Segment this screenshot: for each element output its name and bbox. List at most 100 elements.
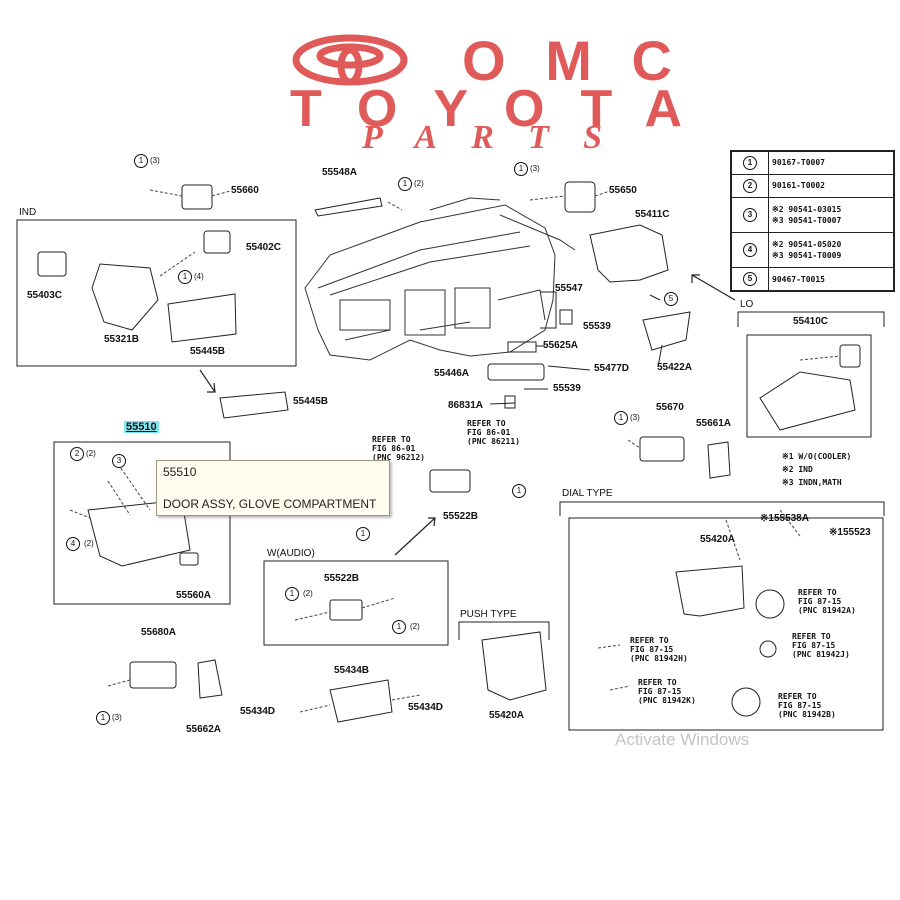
part-label[interactable]: 55539	[583, 321, 611, 332]
part-label[interactable]: 55420A	[700, 534, 736, 545]
reference-note[interactable]: REFER TO FIG 87-15 (PNC 81942B)	[778, 692, 836, 719]
dial-bracket	[559, 501, 885, 516]
callout-circle: 1	[398, 177, 412, 191]
tooltip-part-code: 55510	[163, 465, 197, 479]
handle-55548a	[314, 197, 383, 217]
callout-qty: (4)	[194, 272, 204, 281]
vent-55410c	[839, 344, 861, 368]
legend-code-3: ※2 90541-03015 ※3 90541-T0007	[768, 196, 894, 233]
legend-row: 2 90161-T0002	[731, 173, 894, 198]
part-55661a	[707, 441, 731, 479]
callout-circle: 1	[392, 620, 406, 634]
legend-row: 1 90167-T0007	[731, 151, 894, 175]
callout-circle: 1	[134, 154, 148, 168]
callout-circle: 1	[178, 270, 192, 284]
part-label[interactable]: ※155523	[829, 527, 871, 538]
omc-toyota-parts-logo: OMC TOYOTA PARTS	[290, 30, 682, 152]
panel-55446a	[487, 363, 545, 381]
note-1: ※1 W/O(COOLER)	[782, 452, 852, 461]
legend-code-1: 90167-T0007	[768, 151, 894, 175]
group-label-ind: IND	[19, 207, 37, 218]
callout-qty: (2)	[86, 449, 96, 458]
reference-note[interactable]: REFER TO FIG 87-15 (PNC 81942K)	[638, 678, 696, 705]
part-label[interactable]: 55661A	[696, 418, 732, 429]
part-label[interactable]: 55420A	[489, 710, 525, 721]
part-label[interactable]: 55560A	[176, 590, 212, 601]
panel-55522b-audio	[329, 599, 363, 621]
ind-group-box	[16, 219, 297, 367]
vent-55680a	[129, 661, 177, 689]
part-55560a	[179, 552, 199, 566]
part-55662a	[197, 659, 223, 699]
part-label[interactable]: 55434B	[334, 665, 370, 676]
part-55422a	[642, 311, 691, 351]
part-label[interactable]: 55680A	[141, 627, 177, 638]
callout-qty: (3)	[630, 413, 640, 422]
reference-note[interactable]: REFER TO FIG 86-01 (PNC 86211)	[467, 419, 520, 446]
part-label[interactable]: 55547	[555, 283, 583, 294]
legend-key-3: 3	[743, 207, 757, 222]
callout-qty: (3)	[112, 713, 122, 722]
part-label[interactable]: 55522B	[443, 511, 479, 522]
part-label[interactable]: 55548A	[322, 167, 358, 178]
brand-omc: OMC	[462, 30, 672, 92]
callout-circle: 3	[112, 454, 126, 468]
dial-group-box	[568, 517, 884, 731]
selected-part-label[interactable]: 55510	[124, 421, 159, 433]
legend-key-5: 5	[743, 272, 757, 287]
legend-code-5: 90467-T0015	[768, 267, 894, 291]
part-label[interactable]: 55522B	[324, 573, 360, 584]
callout-qty: (2)	[84, 539, 94, 548]
part-label[interactable]: 55539	[553, 383, 581, 394]
reference-note[interactable]: REFER TO FIG 87-15 (PNC 81942H)	[630, 636, 688, 663]
part-label[interactable]: 55411C	[635, 209, 670, 220]
part-label[interactable]: 55445B	[190, 346, 226, 357]
parts-diagram-drawing	[16, 181, 885, 731]
group-label-dial-type: DIAL TYPE	[562, 488, 613, 499]
callout-circle: 1	[356, 527, 370, 541]
part-label[interactable]: 55445B	[293, 396, 329, 407]
part-label[interactable]: ※155538A	[760, 513, 809, 524]
callout-qty: (3)	[150, 156, 160, 165]
legend-code-4: ※2 90541-05020 ※3 90541-T0009	[768, 231, 894, 269]
knob-81942a	[755, 589, 785, 619]
panel-55434b	[329, 679, 393, 723]
part-label[interactable]: 86831A	[448, 400, 484, 411]
part-label[interactable]: 55650	[609, 185, 637, 196]
part-55625a	[507, 341, 537, 353]
part-label[interactable]: 55434D	[408, 702, 444, 713]
callout-circle: 1	[514, 162, 528, 176]
part-label[interactable]: 55422A	[657, 362, 693, 373]
part-label[interactable]: 55446A	[434, 368, 470, 379]
part-label[interactable]: 55662A	[186, 724, 222, 735]
reference-note[interactable]: REFER TO FIG 87-15 (PNC 81942J)	[792, 632, 850, 659]
part-label[interactable]: 55321B	[104, 334, 140, 345]
part-label[interactable]: 55434D	[240, 706, 276, 717]
panel-55445b-lower	[219, 391, 289, 419]
legend-code-2: 90161-T0002	[768, 173, 894, 198]
reference-note[interactable]: REFER TO FIG 87-15 (PNC 81942A)	[798, 588, 856, 615]
callout-circle: 1	[614, 411, 628, 425]
part-label[interactable]: 55402C	[246, 242, 282, 253]
activate-windows-watermark: Activate Windows	[615, 730, 750, 749]
part-label[interactable]: 55477D	[594, 363, 630, 374]
callout-circle: 5	[664, 292, 678, 306]
fastener-legend-table: 1 90167-T0007 2 90161-T0002 3 ※2 90541-0…	[730, 150, 895, 292]
part-label[interactable]: 55625A	[543, 340, 579, 351]
part-label[interactable]: 55410C	[793, 316, 829, 327]
part-label[interactable]: 55403C	[27, 290, 63, 301]
panel-55420a-dial	[675, 565, 745, 617]
audio-group-box	[263, 560, 449, 646]
instrument-panel	[304, 197, 576, 361]
legend-row: 4 ※2 90541-05020 ※3 90541-T0009	[731, 231, 894, 269]
part-label[interactable]: 55660	[231, 185, 259, 196]
toyota-emblem-stem	[337, 46, 363, 86]
note-2: ※2 IND	[782, 465, 813, 474]
legend-row: 3 ※2 90541-03015 ※3 90541-T0007	[731, 196, 894, 233]
reference-note[interactable]: REFER TO FIG 86-01 (PNC 96212)	[372, 435, 425, 462]
lo-bracket	[737, 311, 885, 327]
callout-circle: 4	[66, 537, 80, 551]
part-label[interactable]: 55670	[656, 402, 684, 413]
panel-55445b	[167, 293, 237, 343]
push-bracket	[458, 621, 550, 640]
